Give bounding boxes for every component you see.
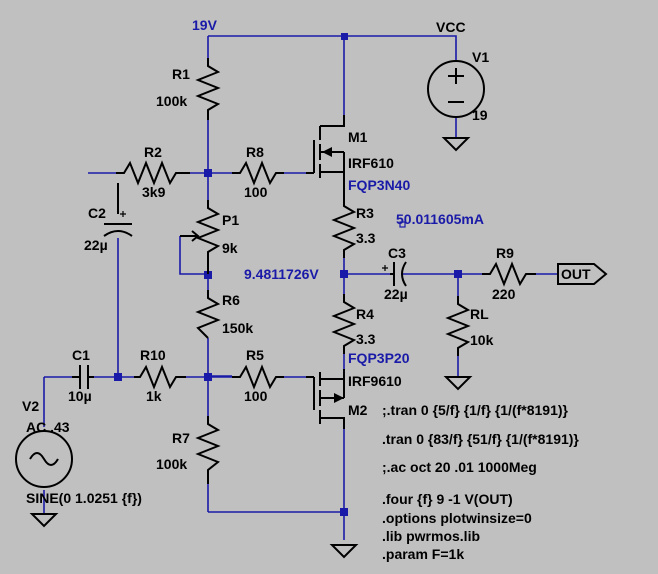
r4-name: R4 xyxy=(356,306,374,322)
r9-name: R9 xyxy=(496,245,514,261)
v2-source: SINE(0 1.0251 {f}) xyxy=(26,490,142,506)
m1-nmos-transistor[interactable] xyxy=(306,115,345,198)
v1-voltage-source[interactable] xyxy=(427,60,485,118)
c2-name: C2 xyxy=(88,205,106,221)
r1-name: R1 xyxy=(172,66,190,82)
r5-name: R5 xyxy=(246,347,264,363)
net-label-19v: 19V xyxy=(192,17,218,33)
r4-resistor[interactable] xyxy=(331,294,357,354)
r10-resistor[interactable] xyxy=(134,364,186,390)
r9-resistor[interactable] xyxy=(482,261,536,287)
r10-name: R10 xyxy=(140,347,166,363)
p1-name: P1 xyxy=(222,212,239,228)
m2-name: M2 xyxy=(348,402,368,418)
v2-ac: AC .43 xyxy=(26,419,70,435)
wires xyxy=(43,35,558,540)
directive-6: .lib pwrmos.lib xyxy=(382,528,480,544)
c1-capacitor[interactable] xyxy=(72,365,94,389)
r3-value: 3.3 xyxy=(356,230,376,246)
v2-name: V2 xyxy=(22,398,39,414)
p1-value: 9k xyxy=(222,240,238,256)
directive-3: ;.ac oct 20 .01 1000Meg xyxy=(382,459,537,475)
ground-main xyxy=(329,544,359,559)
rl-resistor[interactable] xyxy=(445,296,471,356)
c3-name: C3 xyxy=(388,245,406,261)
v1-name: V1 xyxy=(472,49,489,65)
r7-resistor[interactable] xyxy=(195,416,221,484)
net-label-vcc: VCC xyxy=(436,19,466,35)
r6-name: R6 xyxy=(222,292,240,308)
out-label: OUT xyxy=(561,266,591,282)
directive-1: ;.tran 0 {5/f} {1/f} {1/(f*8191)} xyxy=(382,402,569,418)
r6-resistor[interactable] xyxy=(195,290,221,339)
out-port[interactable] xyxy=(557,263,608,285)
r3-resistor[interactable] xyxy=(331,198,357,258)
r1-value: 100k xyxy=(156,93,187,109)
ground-v2 xyxy=(29,513,59,528)
labels: 19V VCC 9.4811726V 50.011605mA OUT R1 10… xyxy=(22,17,591,562)
junctions xyxy=(114,33,462,516)
r4-value: 3.3 xyxy=(356,331,376,347)
r7-value: 100k xyxy=(156,456,187,472)
p1-potentiometer[interactable] xyxy=(180,200,221,274)
directive-2: .tran 0 {83/f} {51/f} {1/(f*8191)} xyxy=(382,431,579,447)
r7-name: R7 xyxy=(172,430,190,446)
current-readout: 50.011605mA xyxy=(396,211,484,227)
c1-name: C1 xyxy=(72,347,90,363)
directive-5: .options plotwinsize=0 xyxy=(382,510,532,526)
rl-value: 10k xyxy=(470,332,494,348)
m1-name: M1 xyxy=(348,129,368,145)
directive-4: .four {f} 9 -1 V(OUT) xyxy=(382,491,513,507)
r8-name: R8 xyxy=(246,144,264,160)
r3-name: R3 xyxy=(356,205,374,221)
c2-capacitor[interactable] xyxy=(103,183,133,237)
rl-name: RL xyxy=(470,306,489,322)
v1-value: 19 xyxy=(472,107,488,123)
r2-value: 3k9 xyxy=(142,184,166,200)
ground-rl xyxy=(443,376,473,391)
r6-value: 150k xyxy=(222,320,253,336)
ground-v1 xyxy=(441,137,471,152)
m2-model: IRF9610 xyxy=(348,373,402,389)
r5-value: 100 xyxy=(244,388,268,404)
r5-resistor[interactable] xyxy=(232,364,284,390)
directive-7: .param F=1k xyxy=(382,546,464,562)
c1-value: 10µ xyxy=(68,388,92,404)
m1-alt-model: FQP3N40 xyxy=(348,177,410,193)
r10-value: 1k xyxy=(146,388,162,404)
c3-capacitor[interactable] xyxy=(382,261,407,287)
m2-pmos-transistor[interactable] xyxy=(306,369,345,429)
c2-value: 22µ xyxy=(84,237,108,253)
r9-value: 220 xyxy=(492,286,516,302)
node-voltage: 9.4811726V xyxy=(244,266,319,282)
r2-resistor[interactable] xyxy=(116,160,190,186)
m2-alt-model: FQP3P20 xyxy=(348,350,410,366)
v2-sine-source[interactable] xyxy=(15,430,73,488)
m1-model: IRF610 xyxy=(348,155,394,171)
r8-resistor[interactable] xyxy=(232,160,284,186)
c3-value: 22µ xyxy=(384,286,408,302)
r2-name: R2 xyxy=(144,144,162,160)
r1-resistor[interactable] xyxy=(195,58,221,120)
r8-value: 100 xyxy=(244,184,268,200)
